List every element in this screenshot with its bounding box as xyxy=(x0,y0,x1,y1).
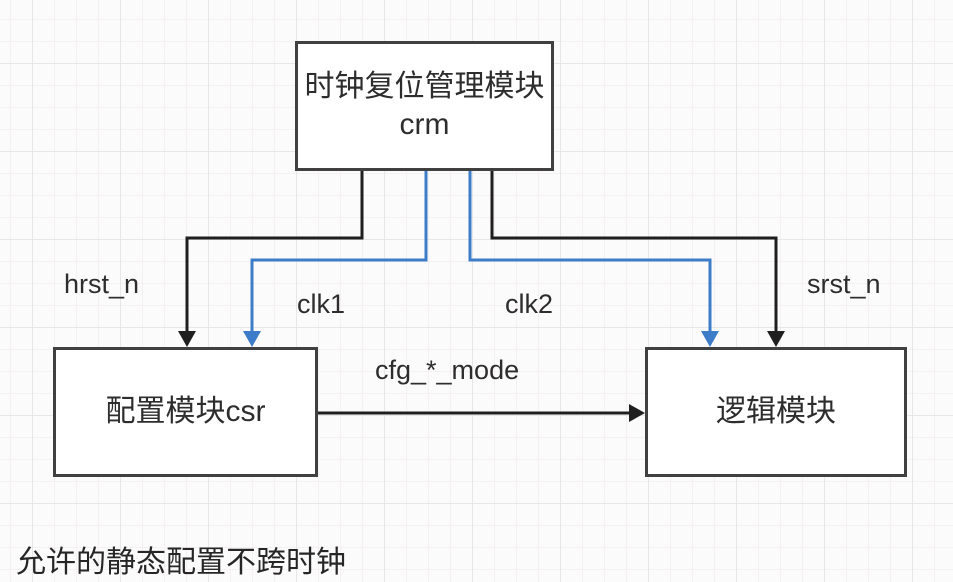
node-crm-label-line1: 时钟复位管理模块 xyxy=(304,70,545,103)
edge-cfg-mode-arrowhead-icon xyxy=(629,404,645,422)
diagram-note: 允许的静态配置不跨时钟 xyxy=(16,546,346,579)
edge-label-cfg-mode: cfg_*_mode xyxy=(375,355,520,385)
edge-clk2-arrowhead-icon xyxy=(701,331,719,347)
node-csr: 配置模块csr xyxy=(53,347,318,477)
edge-label-hrst-n: hrst_n xyxy=(64,269,140,299)
edge-srst-n-line xyxy=(490,171,778,333)
edge-srst-n-arrowhead-icon xyxy=(767,331,785,347)
edge-hrst-n-arrowhead-icon xyxy=(178,331,196,347)
node-logic: 逻辑模块 xyxy=(645,347,907,477)
node-crm-label-line2: crm xyxy=(399,108,450,141)
node-csr-label: 配置模块csr xyxy=(105,395,266,428)
edge-hrst-n-line xyxy=(185,171,364,333)
edge-label-srst-n: srst_n xyxy=(807,269,881,299)
edge-label-clk2: clk2 xyxy=(505,289,554,319)
edge-clk1-line xyxy=(250,171,428,333)
edge-clk1-arrowhead-icon xyxy=(243,331,261,347)
node-logic-label: 逻辑模块 xyxy=(716,395,836,428)
edge-label-clk1: clk1 xyxy=(297,289,346,319)
edge-clk2-line xyxy=(468,171,712,333)
node-crm: 时钟复位管理模块 crm xyxy=(295,41,554,171)
